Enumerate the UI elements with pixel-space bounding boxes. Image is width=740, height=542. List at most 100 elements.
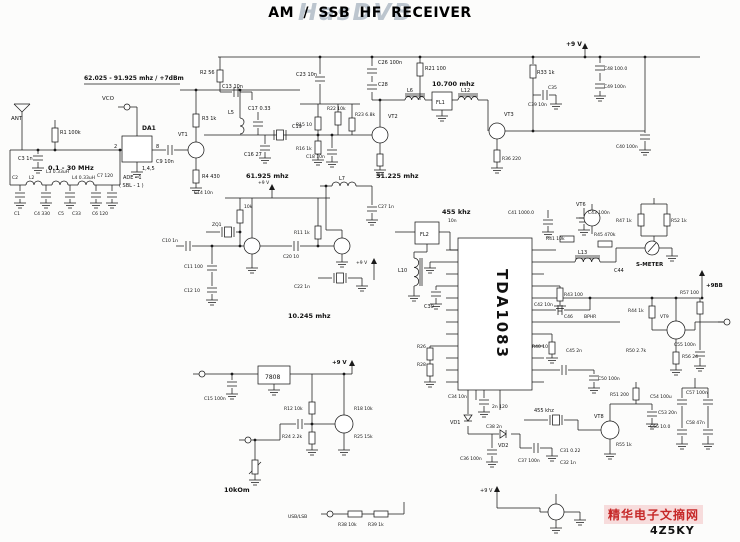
component-label: R2 56 [200,70,215,76]
component-label: 61.925 mhz [246,172,289,180]
component-label: C18 10n [306,154,325,160]
component-label: C41 1000.0 [508,210,534,216]
component-label: 0.1 - 30 MHz [48,164,94,172]
component-label: VD2 [498,443,508,449]
resistor [236,209,244,224]
component-label: C14 10n [194,190,213,196]
component-label: R25 15k [354,434,373,440]
power-arrow-icon [494,486,500,492]
component-label: C55 100n [674,342,696,348]
resistor [556,287,564,302]
component-label: C16 27 [244,152,262,158]
diode [499,429,507,439]
component-label: C22 1n [294,284,310,290]
component-label: C12 10 [184,288,200,294]
resistor [637,213,645,227]
resistor [192,113,200,128]
schematic-geometry [9,43,731,534]
watermark-logo: HasDVB [298,0,413,26]
component-label: L6 [407,88,413,94]
watermark-stamp: 精华电子文摘网 [604,505,704,524]
component-label: R39 1k [368,522,384,528]
transistor [547,503,565,521]
transistor [488,122,506,140]
crystal [552,414,560,426]
jack-connector [198,370,206,378]
component-label: 2 [114,144,117,150]
junction-dot [316,133,320,137]
component-label: VT3 [504,112,514,118]
resistor [308,401,316,415]
component-label: VT8 [594,414,604,420]
junction-dot [598,55,602,59]
component-label: C9 10n [156,159,174,165]
resistor [493,149,501,163]
power-arrow-icon [269,184,275,190]
component-label: BPHR [584,314,596,320]
junction-dot [531,55,535,59]
resistor [192,169,200,184]
junction-dot [674,296,678,300]
component-label: C54 100u [650,394,672,400]
component-label: C31 0.22 [560,448,580,454]
component-label: ADE - 1 [123,175,142,181]
component-label: L3 0.33uH [46,169,69,175]
component-label: +9BB [706,283,723,289]
resistor [632,387,640,401]
component-label: L10 [398,268,407,274]
inductor-coil [331,181,357,187]
component-label: VT1 [178,132,188,138]
junction-dot [324,184,328,188]
component-label: R50 2.7k [626,348,646,354]
junction-dot [588,296,592,300]
resistor [314,116,322,131]
junction-dot [316,244,320,248]
diode [463,414,473,422]
junction-dot [650,296,654,300]
junction-dot [318,55,322,59]
component-label: C53 20n [658,410,677,416]
component-label: C28 [378,82,388,88]
jack-connector [723,318,731,326]
page-title: AM / SSB HF RECEIVER [268,5,472,21]
component-label: C40 100n [616,144,638,150]
junction-dot [36,148,40,152]
component-label: C49 100n [604,84,626,90]
jack-connector [123,103,131,111]
component-label: C48 100.0 [604,66,627,72]
component-label: VCO [102,96,115,102]
component-label: R36 220 [502,156,521,162]
resistor [348,117,356,132]
resistor [216,69,224,83]
jack-connector [326,510,334,518]
resistor [426,363,434,377]
crystal [336,272,344,284]
component-label: R23 6.8k [355,112,375,118]
component-label: R18 10k [354,406,373,412]
component-label: C15 100n [204,396,226,402]
junction-dot [118,148,122,152]
resistor [347,510,363,518]
transistor [666,320,686,340]
component-label: C45 2n [566,348,582,354]
module-box [414,221,440,245]
component-label: 62.025 - 91.925 mhz / +7dBm [84,75,184,82]
component-label: R40 10 [532,344,548,350]
power-arrow-icon [699,270,705,276]
component-label: R22 10k [327,106,346,112]
component-label: L7 [339,176,345,182]
inductor-coil [574,257,601,263]
resistor [672,351,680,365]
resistor [314,140,322,155]
resistor [416,62,424,77]
component-label: L13 [578,250,587,256]
component-label: C38 2n [486,424,502,430]
resistor [376,153,384,167]
inductor-coil [404,96,426,101]
component-label: 51.225 mhz [376,172,419,180]
component-label: R56 24 [682,354,698,360]
component-label: S-METER [636,262,664,268]
component-label: FL1 [436,100,445,106]
component-label: C56 10.0 [650,424,670,430]
